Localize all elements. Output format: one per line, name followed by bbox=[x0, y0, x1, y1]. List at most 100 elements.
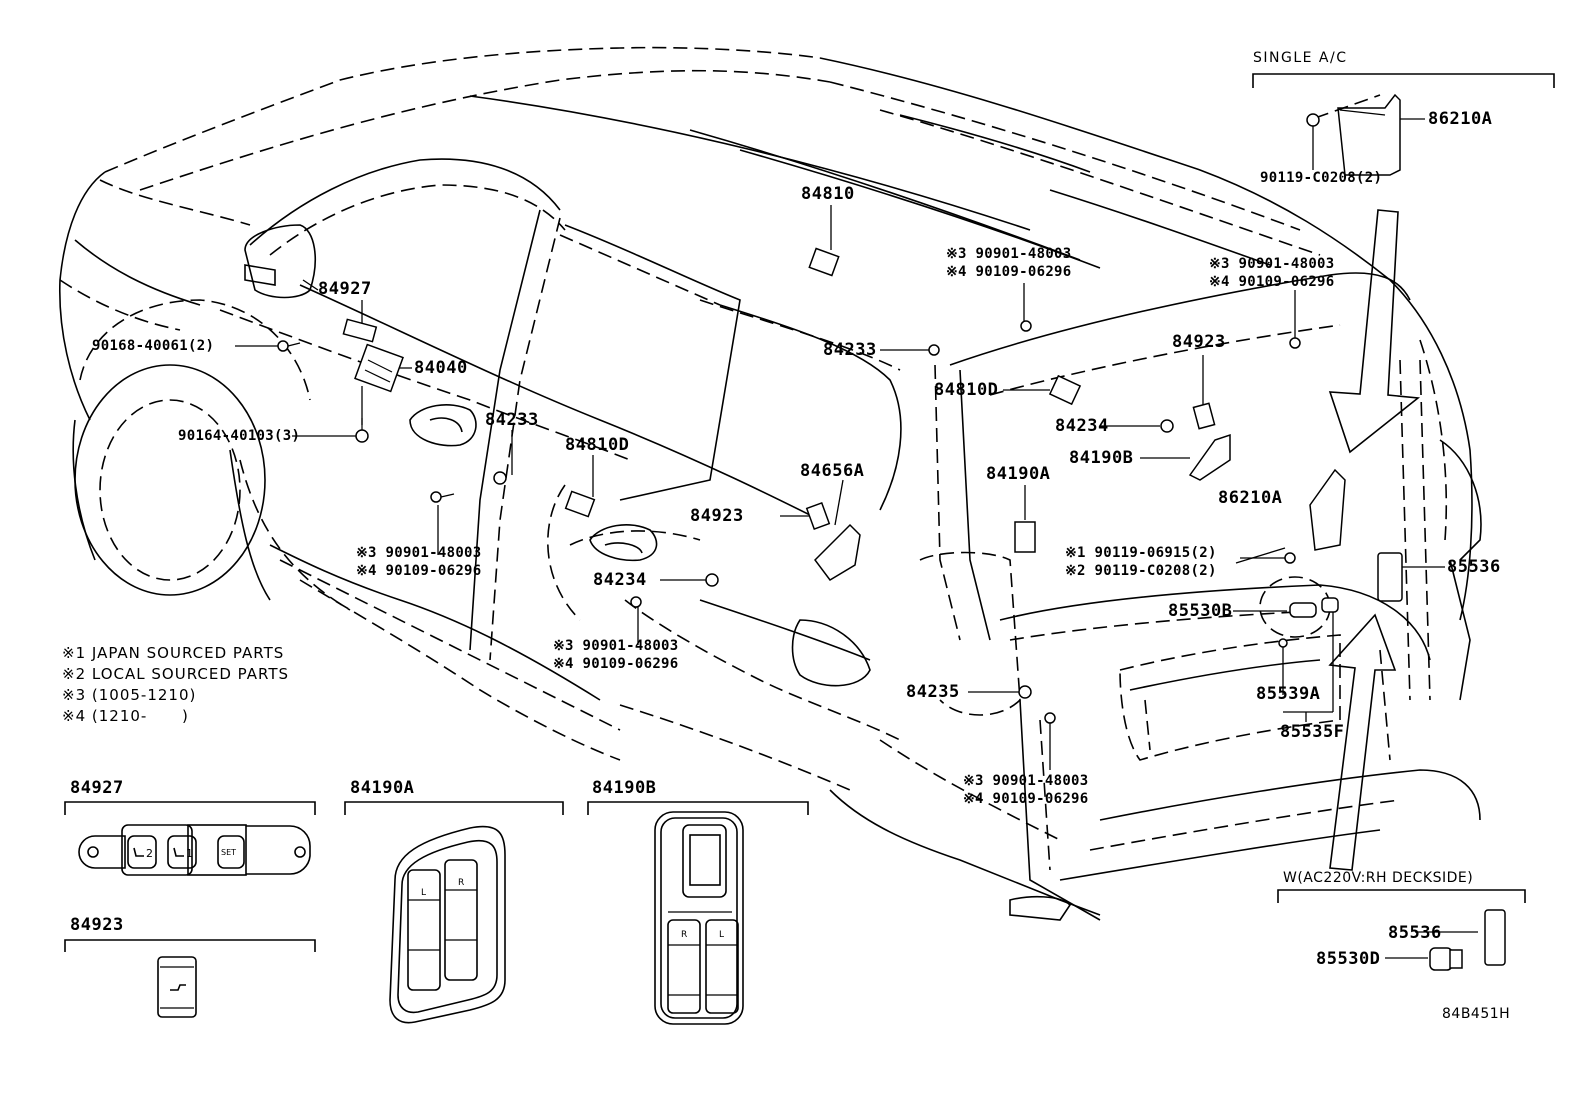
screw-icon bbox=[1020, 320, 1032, 332]
footnote-item: ※2 LOCAL SOURCED PARTS bbox=[62, 665, 290, 683]
callout-84040: 84040 bbox=[414, 358, 468, 378]
memory-1-button bbox=[167, 835, 197, 869]
part-84656a bbox=[814, 523, 861, 581]
callout-85536-deckside: 85536 bbox=[1388, 923, 1442, 943]
callout-84923-right: 84923 bbox=[1172, 332, 1226, 352]
callout-84923-left: 84923 bbox=[690, 506, 744, 526]
left-seat-switch bbox=[705, 919, 739, 1014]
arrow-down-icon bbox=[1328, 209, 1421, 454]
drawing-id: 84B451H bbox=[1442, 1006, 1511, 1022]
callout-arrows bbox=[1328, 209, 1421, 871]
set-button bbox=[217, 835, 245, 869]
screw-note-left-door: ※3 90901-48003 ※4 90109-06296 bbox=[356, 545, 482, 579]
callout-86210a-inset: 86210A bbox=[1428, 109, 1493, 129]
callout-84810d-right: 84810D bbox=[934, 380, 999, 400]
clip-icon bbox=[1160, 419, 1174, 433]
footnote-item: ※1 JAPAN SOURCED PARTS bbox=[62, 644, 285, 662]
switch-label-r: R bbox=[458, 878, 465, 888]
main-view-parts bbox=[277, 93, 1506, 971]
inset-title-deckside: W(AC220V:RH DECKSIDE) bbox=[1283, 870, 1474, 886]
screw-icon bbox=[430, 491, 455, 503]
screw-icon bbox=[1044, 712, 1056, 724]
leader-lines bbox=[235, 118, 1478, 959]
callout-85535f: 85535F bbox=[1280, 722, 1345, 742]
part-85536-deckside bbox=[1484, 909, 1506, 966]
inset-84923-drawing bbox=[157, 956, 197, 1018]
inset-84927-drawing bbox=[78, 824, 311, 876]
footnote-item: ※4 (1210- ) bbox=[62, 707, 189, 725]
screw-icon bbox=[355, 418, 369, 443]
screw-icon bbox=[277, 340, 301, 352]
callout-85539a: 85539A bbox=[1256, 684, 1321, 704]
screw-note-rear-door: ※3 90901-48003 ※4 90109-06296 bbox=[553, 638, 679, 672]
memory-2-button bbox=[127, 835, 157, 869]
callout-84235: 84235 bbox=[906, 682, 960, 702]
inset-84190b-drawing bbox=[654, 811, 744, 1025]
clip-icon bbox=[493, 471, 507, 485]
callout-85530b: 85530B bbox=[1168, 601, 1233, 621]
seat-heater-icon bbox=[170, 984, 186, 991]
seat-icon bbox=[173, 847, 184, 857]
window-switch bbox=[682, 824, 727, 898]
callout-84233-left: 84233 bbox=[485, 410, 539, 430]
footnote-item: ※3 (1005-1210) bbox=[62, 686, 197, 704]
clip-icon bbox=[928, 344, 940, 356]
part-85530b-main bbox=[1289, 602, 1317, 618]
screw-note-quarter: ※3 90901-48003 ※4 90109-06296 bbox=[963, 773, 1089, 807]
callout-84810d-left: 84810D bbox=[565, 435, 630, 455]
switch-label-r: R bbox=[681, 930, 688, 940]
callout-84234-right: 84234 bbox=[1055, 416, 1109, 436]
part-84190b-main bbox=[1188, 433, 1231, 481]
inset-title-84923: 84923 bbox=[70, 915, 124, 935]
left-seat-switch bbox=[407, 869, 441, 991]
part-84923-left bbox=[805, 501, 831, 531]
inset-84190a-drawing bbox=[389, 825, 506, 1024]
callout-85530d-deckside: 85530D bbox=[1316, 949, 1381, 969]
inset-title-84190b: 84190B bbox=[592, 778, 657, 798]
part-84810 bbox=[808, 247, 840, 277]
callout-84233-mid: 84233 bbox=[823, 340, 877, 360]
memory-1-label: 1 bbox=[186, 847, 193, 860]
screw-icon bbox=[1284, 552, 1296, 564]
callout-84810: 84810 bbox=[801, 184, 855, 204]
seat-icon bbox=[133, 847, 144, 857]
part-84927 bbox=[342, 318, 378, 343]
part-85536-main bbox=[1377, 552, 1403, 602]
part-86210a-main bbox=[1309, 468, 1346, 551]
screw-note-bracket: ※1 90119-06915(2) ※2 90119-C0208(2) bbox=[1065, 545, 1217, 579]
inset-brackets bbox=[64, 73, 1555, 952]
callout-90164-40103: 90164-40103(3) bbox=[178, 428, 301, 444]
part-86210a-inset bbox=[1314, 93, 1401, 176]
clip-icon bbox=[705, 573, 719, 587]
memory-2-label: 2 bbox=[146, 847, 153, 860]
clip-icon bbox=[1321, 597, 1339, 613]
part-84810d-left bbox=[564, 490, 596, 518]
callout-85536: 85536 bbox=[1447, 557, 1501, 577]
vehicle-body-outline bbox=[58, 46, 1482, 921]
footnote-legend: ※1 JAPAN SOURCED PARTS ※2 LOCAL SOURCED … bbox=[62, 643, 289, 727]
part-84040 bbox=[354, 343, 404, 393]
screw-note-roof-right: ※3 90901-48003 ※4 90109-06296 bbox=[1209, 256, 1335, 290]
arrow-up-icon bbox=[1328, 613, 1397, 871]
callout-90168-40061: 90168-40061(2) bbox=[92, 338, 215, 354]
part-84810d-right bbox=[1048, 374, 1082, 406]
part-85530d-deckside bbox=[1429, 947, 1463, 971]
part-84190a-main bbox=[1014, 521, 1036, 553]
set-label: SET bbox=[221, 848, 237, 857]
screw-icon bbox=[630, 596, 642, 608]
switch-label-l: L bbox=[719, 930, 725, 940]
callout-84927: 84927 bbox=[318, 279, 372, 299]
inset-title-84190a: 84190A bbox=[350, 778, 415, 798]
callout-84190b: 84190B bbox=[1069, 448, 1134, 468]
callout-84234-left: 84234 bbox=[593, 570, 647, 590]
part-85539a-main bbox=[1278, 638, 1288, 648]
callout-84656a: 84656A bbox=[800, 461, 865, 481]
right-seat-switch bbox=[444, 859, 478, 981]
right-seat-switch bbox=[667, 919, 701, 1014]
callout-86210a: 86210A bbox=[1218, 488, 1283, 508]
callout-90119-c0208-inset: 90119-C0208(2) bbox=[1260, 170, 1383, 186]
screw-icon bbox=[1289, 337, 1301, 349]
inset-title-single-ac: SINGLE A/C bbox=[1253, 50, 1348, 66]
switch-label-l: L bbox=[421, 888, 427, 898]
